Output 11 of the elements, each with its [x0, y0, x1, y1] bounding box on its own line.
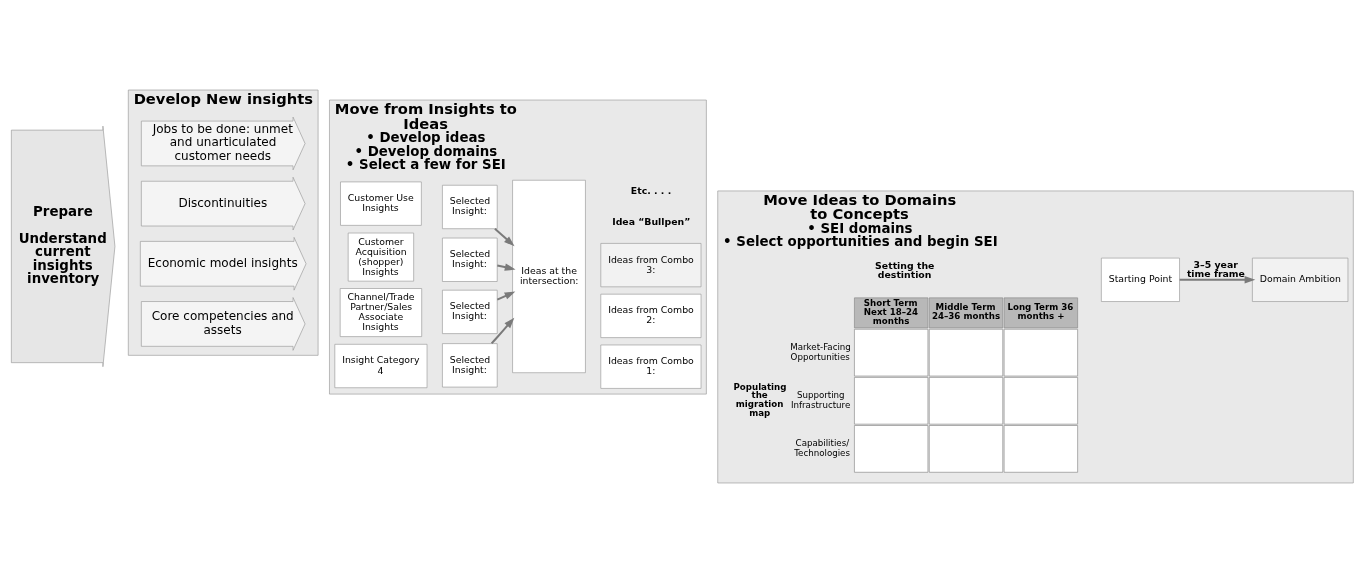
- label: Long Term 36 months +: [1007, 302, 1074, 322]
- label: Middle Term 24–36 months: [931, 302, 1001, 322]
- label: Supporting Infrastructure: [790, 390, 851, 410]
- label: Etc. . . .: [630, 185, 672, 197]
- label: Idea “Bullpen”: [612, 216, 691, 228]
- label: Populating the migration map: [733, 381, 787, 418]
- label: Market-Facing Opportunities: [790, 342, 851, 362]
- label: Capabilities/ Technologies: [794, 438, 850, 458]
- label: Short Term Next 18–24 months: [863, 298, 919, 326]
- label: Setting the destintion: [875, 259, 935, 280]
- edge-label: 3–5 year time frame: [1186, 258, 1245, 280]
